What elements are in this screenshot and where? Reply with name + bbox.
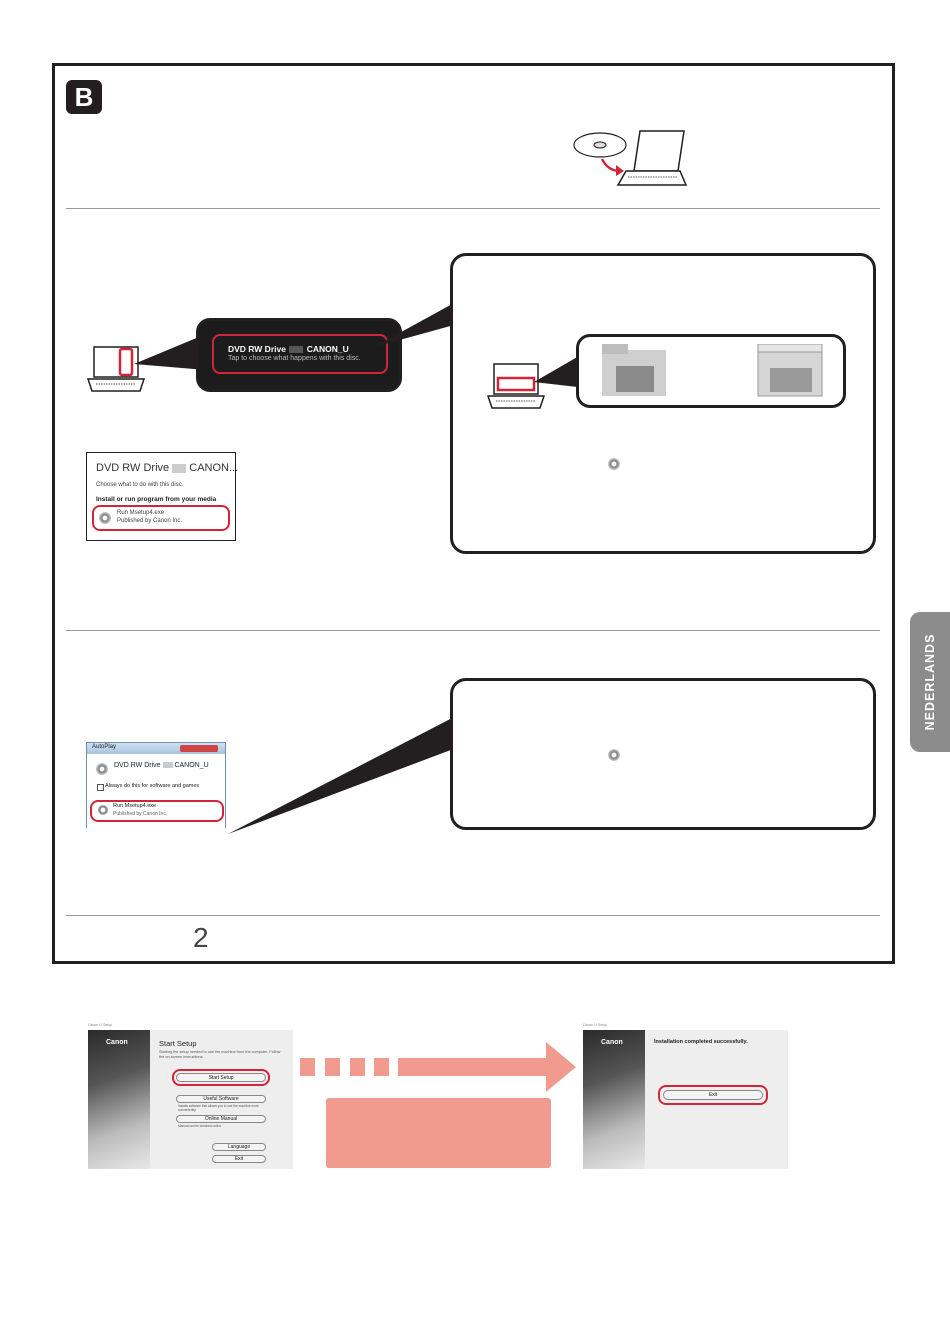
setup-description: Starting the setup needed to use the mac… bbox=[159, 1050, 281, 1059]
divider bbox=[66, 630, 880, 631]
checkbox-label: Always do this for software and games bbox=[105, 783, 200, 789]
autoplay-title: DVD RW Drive CANON_U bbox=[114, 762, 209, 769]
finish-message: Installation completed successfully. bbox=[654, 1039, 748, 1045]
option-title: Run Msetup4.exe bbox=[117, 510, 165, 516]
setup-side-image bbox=[88, 1030, 150, 1169]
finish-exit-button[interactable]: Exit bbox=[663, 1090, 763, 1100]
callout-pointer-long bbox=[228, 716, 456, 834]
always-checkbox[interactable] bbox=[97, 784, 104, 791]
option-title: Run Msetup4.exe bbox=[113, 803, 157, 809]
arrow-dash bbox=[325, 1058, 340, 1076]
disc-icon bbox=[98, 805, 108, 815]
setup-disc-icon bbox=[608, 749, 620, 761]
arrow-dash bbox=[374, 1058, 389, 1076]
exit-button[interactable]: Exit bbox=[212, 1155, 266, 1163]
arrow-icon bbox=[398, 1042, 576, 1092]
start-setup-button[interactable]: Start Setup bbox=[176, 1073, 266, 1082]
divider bbox=[66, 915, 880, 916]
disc-icon bbox=[99, 512, 111, 524]
option-subtitle: Published by Canon Inc. bbox=[117, 518, 183, 524]
finish-side-image bbox=[583, 1030, 645, 1169]
notification-title: DVD RW Drive CANON_U bbox=[228, 344, 349, 354]
setup-disc-icon bbox=[608, 458, 620, 470]
autoplay-dialog bbox=[86, 452, 236, 541]
instruction-box bbox=[326, 1098, 551, 1168]
laptop-icon bbox=[86, 346, 146, 392]
arrow-dash bbox=[300, 1058, 315, 1076]
finish-caption: Canon IJ Setup bbox=[583, 1023, 608, 1027]
step-number: 2 bbox=[193, 922, 209, 953]
exit-highlight bbox=[658, 1085, 768, 1105]
cd-to-laptop-illustration bbox=[573, 130, 688, 186]
canon-logo: Canon bbox=[601, 1039, 623, 1046]
notification-toast[interactable] bbox=[196, 318, 402, 392]
useful-software-button[interactable]: Useful Software bbox=[176, 1095, 266, 1103]
online-manual-desc: Manual can be checked online. bbox=[178, 1124, 222, 1128]
disc-icon bbox=[96, 763, 108, 775]
useful-software-desc: Installs software that allows you to use… bbox=[178, 1104, 259, 1112]
canon-logo: Canon bbox=[106, 1039, 128, 1046]
info-bubble bbox=[450, 678, 876, 830]
notification-subtitle: Tap to choose what happens with this dis… bbox=[228, 355, 361, 362]
notification-highlight bbox=[212, 334, 388, 374]
run-msetup-option[interactable] bbox=[92, 505, 230, 531]
language-tab-label: NEDERLANDS bbox=[923, 633, 937, 731]
window-controls[interactable] bbox=[180, 745, 218, 752]
autoplay-window bbox=[86, 742, 226, 828]
laptop-icon bbox=[486, 363, 546, 409]
callout-pointer-right bbox=[374, 303, 454, 347]
setup-caption: Canon IJ Setup bbox=[88, 1023, 113, 1027]
start-setup-highlight bbox=[172, 1069, 270, 1086]
language-button[interactable]: Language bbox=[212, 1143, 266, 1151]
section-badge: B bbox=[66, 80, 102, 114]
language-tab bbox=[910, 612, 950, 752]
divider bbox=[66, 208, 880, 209]
window-title: AutoPlay bbox=[92, 744, 117, 750]
file-explorer-icon-alt bbox=[757, 344, 823, 397]
callout-pointer bbox=[134, 334, 206, 370]
arrow-dash bbox=[350, 1058, 365, 1076]
online-manual-button[interactable]: Online Manual bbox=[176, 1115, 266, 1123]
autoplay-prompt: Choose what to do with this disc. bbox=[96, 482, 184, 488]
window-titlebar bbox=[87, 743, 225, 754]
section-frame bbox=[52, 63, 895, 964]
setup-title: Start Setup bbox=[159, 1039, 197, 1048]
autoplay-title: DVD RW Drive CANON... bbox=[96, 462, 239, 474]
callout-pointer bbox=[534, 352, 586, 388]
run-msetup-option[interactable] bbox=[90, 800, 224, 822]
autoplay-heading: Install or run program from your media bbox=[96, 496, 217, 503]
file-explorer-icon bbox=[602, 344, 666, 396]
option-subtitle: Published by Canon Inc. bbox=[113, 811, 168, 817]
